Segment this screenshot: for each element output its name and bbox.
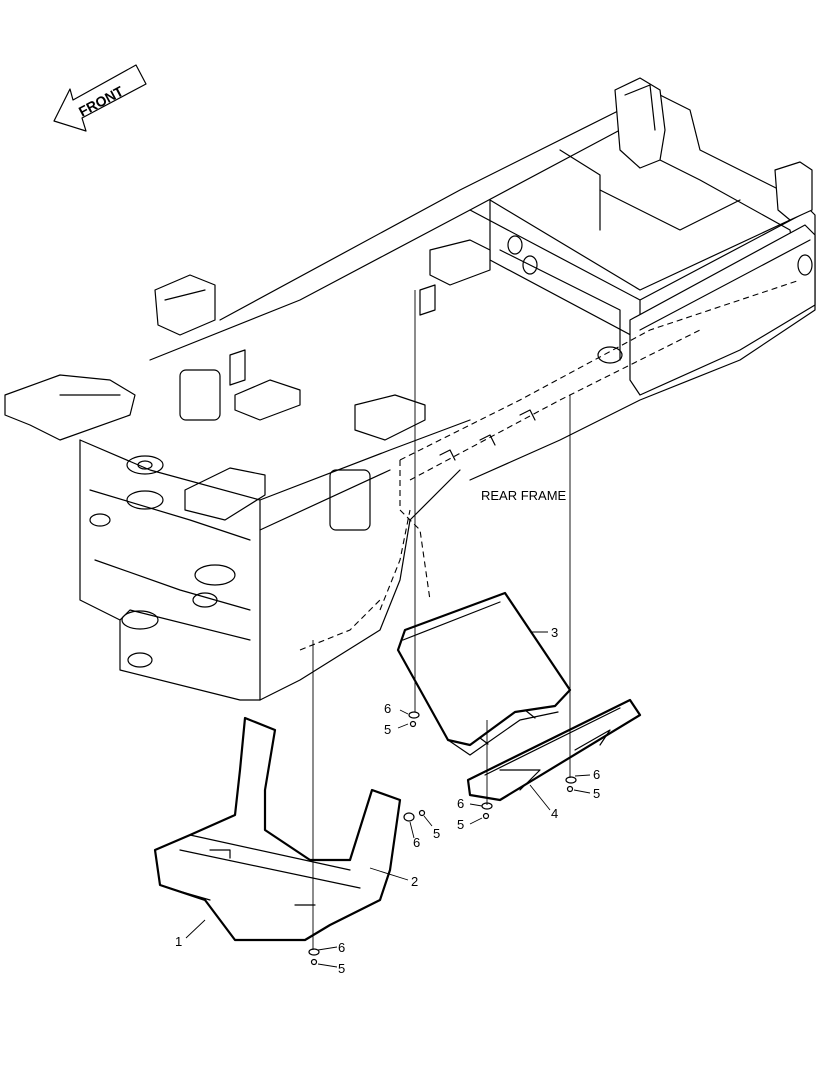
guard-part-2 [153,716,402,942]
cover-part-3 [396,591,572,756]
callout-5-a: 5 [384,722,391,737]
rear-frame-label: REAR FRAME [481,488,567,503]
callout-part-4: 4 [551,806,558,821]
callout-6-e: 6 [338,940,345,955]
callout-6-b: 6 [593,767,600,782]
callout-6-c: 6 [457,796,464,811]
cover-part-4 [466,698,642,802]
callout-5-b: 5 [593,786,600,801]
callout-6-a: 6 [384,701,391,716]
rear-frame [4,77,816,701]
callout-part-1: 1 [175,934,182,949]
callout-6-d: 6 [413,835,420,850]
callout-part-2: 2 [411,874,418,889]
callout-5-e: 5 [338,961,345,976]
front-label: FRONT [76,83,126,120]
callout-part-3: 3 [551,625,558,640]
callout-5-d: 5 [433,826,440,841]
callout-leaders [185,631,591,968]
callout-5-c: 5 [457,817,464,832]
callout-numbers: 3 6 5 6 5 4 6 5 6 5 2 1 6 5 [175,625,600,976]
front-arrow: FRONT [53,64,147,132]
assembly-lines [312,290,571,950]
fasteners [308,711,577,966]
